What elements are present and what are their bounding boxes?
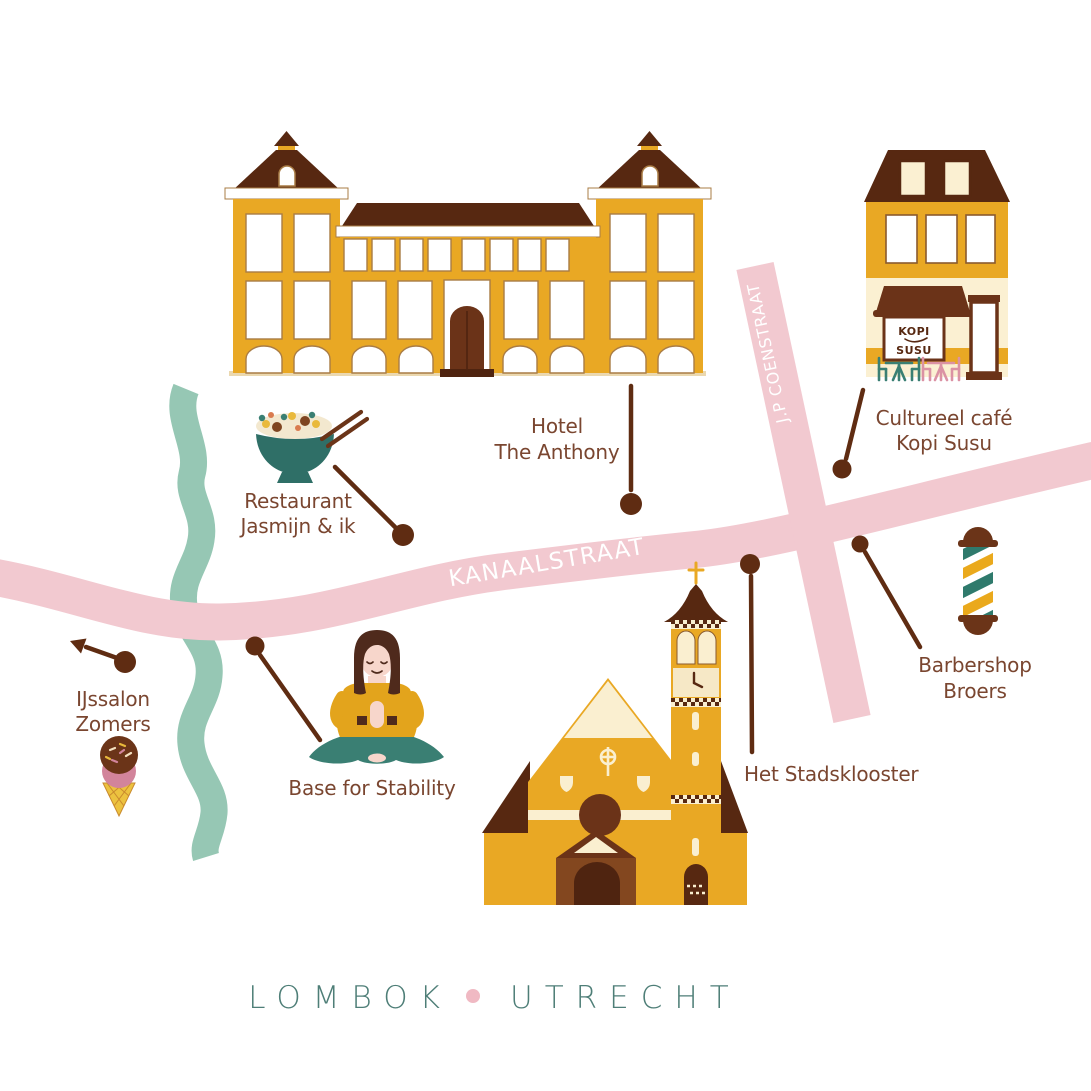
marker-line-yoga (257, 652, 323, 743)
sprinkles (104, 742, 133, 764)
label-klooster: Het Stadsklooster (744, 762, 919, 786)
label-ijssalon-line2: Zomers (75, 712, 150, 736)
marker-dot-ijssalon (114, 651, 136, 673)
marker-dot-hotel (620, 493, 642, 515)
label-barbershop-line1: Barbershop (918, 653, 1031, 677)
marker-dot-restaurant (392, 524, 414, 546)
footer-word-utrecht: UTRECHT (510, 980, 741, 1016)
label-ijssalon-line1: IJssalon (76, 687, 150, 711)
footer-title: LOMBOK UTRECHT (248, 980, 741, 1016)
label-hotel-line2: The Anthony (494, 440, 620, 464)
label-yoga-studio: Base for Stability (288, 776, 456, 800)
spire-cross-icon (687, 561, 705, 585)
ramen-bowl-icon (256, 409, 370, 483)
label-cafe-line2: Kopi Susu (896, 431, 992, 455)
label-barbershop-line2: Broers (943, 679, 1007, 703)
hotel-entrance (440, 279, 494, 377)
yoga-person-icon (309, 630, 444, 764)
footer-separator-dot (466, 989, 480, 1003)
ramen-toppings (258, 411, 320, 432)
footer-word-lombok: LOMBOK (248, 980, 452, 1016)
church-building (482, 561, 748, 905)
face-features (366, 661, 388, 674)
cafe-terrace-pink (921, 356, 961, 382)
map-markers (70, 383, 923, 755)
marker-dot-cafe (832, 459, 852, 479)
marker-line-barbershop (862, 549, 923, 650)
tower-checker-bands (671, 620, 721, 804)
marker-dot-yoga (245, 636, 265, 656)
cafe-building: KOPI SUSU (864, 150, 1010, 382)
label-restaurant-line1: Restaurant (244, 489, 352, 513)
marker-line-ijssalon (83, 644, 120, 661)
kopi-sign-line1: KOPI (898, 325, 930, 338)
marker-line-cafe (843, 387, 866, 462)
cafe-terrace-teal (877, 356, 921, 382)
kopi-sign-line2: SUSU (896, 344, 932, 357)
hotel-windows (245, 213, 695, 374)
marker-dot-barbershop (851, 535, 869, 553)
label-hotel-line1: Hotel (531, 414, 583, 438)
ice-cream-icon (100, 736, 138, 818)
marker-line-klooster (748, 573, 755, 755)
marker-line-restaurant (332, 464, 398, 530)
gable-cross-icon (599, 747, 617, 776)
marker-dot-klooster (740, 554, 760, 574)
label-restaurant-line2: Jasmijn & ik (239, 514, 357, 538)
street-kanaalstraat: KANAALSTRAAT (0, 441, 1091, 641)
place-labels: Hotel The Anthony Restaurant Jasmijn & i… (75, 406, 1032, 800)
street-jp-coenstraat: J.P COENSTRAAT (736, 262, 871, 723)
label-cafe-line1: Cultureel café (876, 406, 1013, 430)
barber-pole-icon (958, 527, 998, 635)
hotel-building (224, 131, 712, 377)
tower-clock (673, 668, 719, 697)
arrow-head-icon (70, 638, 87, 654)
rose-window (579, 794, 621, 836)
chopsticks-icon (319, 409, 370, 449)
